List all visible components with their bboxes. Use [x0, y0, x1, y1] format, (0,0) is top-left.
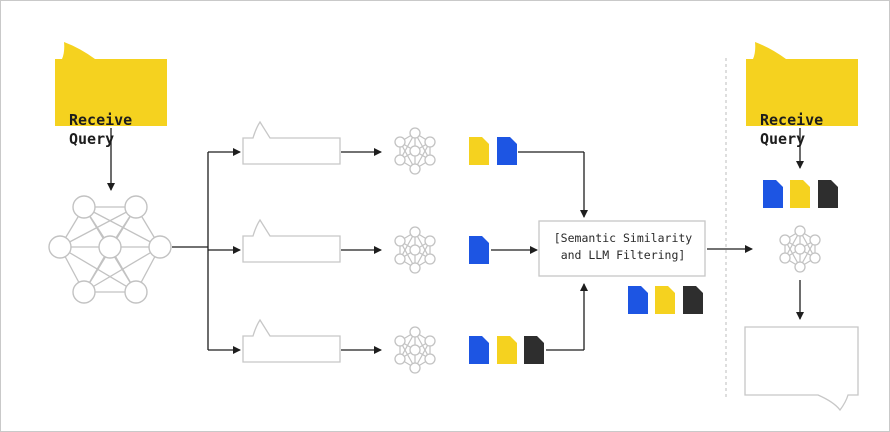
filter-box — [538, 220, 706, 277]
neural-network-icon — [394, 127, 436, 175]
document-icon — [763, 180, 783, 208]
branch-connector — [172, 152, 209, 350]
document-icon — [497, 137, 517, 165]
document-icon — [524, 336, 544, 364]
neural-network-icon — [48, 195, 172, 304]
chat-bubble-icon — [744, 326, 859, 412]
document-icon — [818, 180, 838, 208]
document-icon — [628, 286, 648, 314]
filter-box-label: [Semantic Similarity and LLM Filtering] — [553, 231, 693, 262]
speech-bubble-icon — [242, 121, 341, 165]
neural-network-icon — [394, 326, 436, 374]
document-icon — [683, 286, 703, 314]
document-icon — [469, 236, 489, 264]
speech-bubble-icon — [242, 219, 341, 263]
receive-query-bubble-right — [746, 42, 858, 126]
document-icon — [655, 286, 675, 314]
document-icon — [469, 336, 489, 364]
arrow-row1-to-filter — [518, 151, 588, 218]
document-icon — [469, 137, 489, 165]
neural-network-icon — [779, 225, 821, 273]
receive-query-bubble-left — [55, 42, 167, 126]
arrow-row3-to-filter — [546, 283, 588, 351]
document-icon — [790, 180, 810, 208]
speech-bubble-icon — [242, 319, 341, 363]
neural-network-icon — [394, 226, 436, 274]
document-icon — [497, 336, 517, 364]
